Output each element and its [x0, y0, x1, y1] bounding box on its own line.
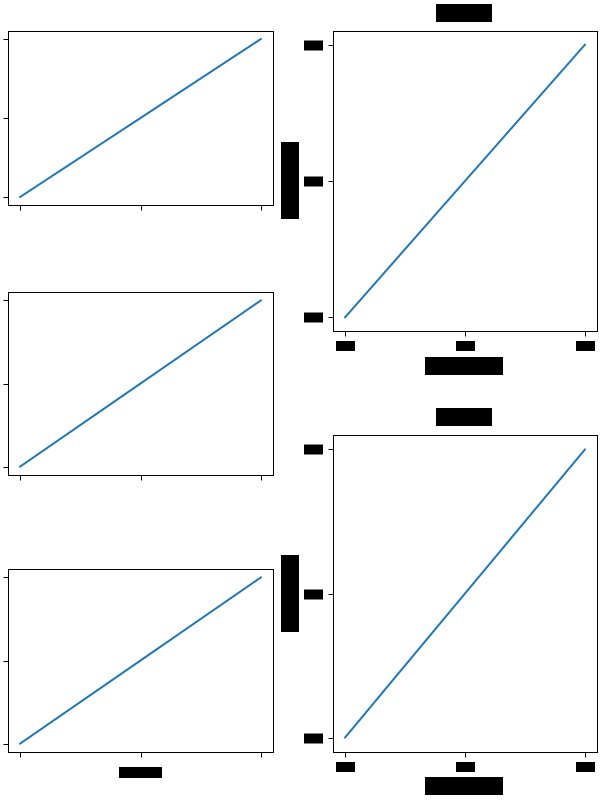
- chart-panel-right-bottom: [281, 408, 598, 795]
- y-tick-label-redacted: [304, 40, 323, 51]
- y-tick-label-redacted: [304, 312, 323, 323]
- series-line-0: [19, 576, 262, 745]
- xlabel-redacted: [119, 767, 162, 778]
- ylabel-redacted: [281, 555, 299, 632]
- xlabel-redacted: [425, 357, 503, 375]
- series-line-0: [19, 299, 262, 468]
- title-redacted: [436, 4, 492, 22]
- x-tick-label-redacted: [456, 762, 475, 772]
- ylabel-redacted: [281, 142, 299, 219]
- y-tick-label-redacted: [304, 733, 323, 744]
- chart-panel-left-top: [3, 31, 274, 211]
- chart-panel-left-bottom: [3, 569, 274, 778]
- y-tick-label-redacted: [304, 176, 323, 187]
- title-redacted: [436, 408, 492, 426]
- series-line-0: [344, 448, 586, 739]
- y-tick-label-redacted: [304, 444, 323, 455]
- chart-panel-left-middle: [3, 292, 274, 481]
- y-tick-label-redacted: [304, 589, 323, 600]
- x-tick-label-redacted: [576, 341, 595, 351]
- x-tick-label-redacted: [576, 762, 595, 772]
- series-line-0: [344, 43, 586, 319]
- x-tick-label-redacted: [336, 341, 355, 351]
- x-tick-label-redacted: [336, 762, 355, 772]
- series-line-0: [19, 37, 262, 199]
- xlabel-redacted: [425, 777, 503, 795]
- x-tick-label-redacted: [456, 341, 475, 351]
- chart-panel-right-top: [281, 4, 598, 375]
